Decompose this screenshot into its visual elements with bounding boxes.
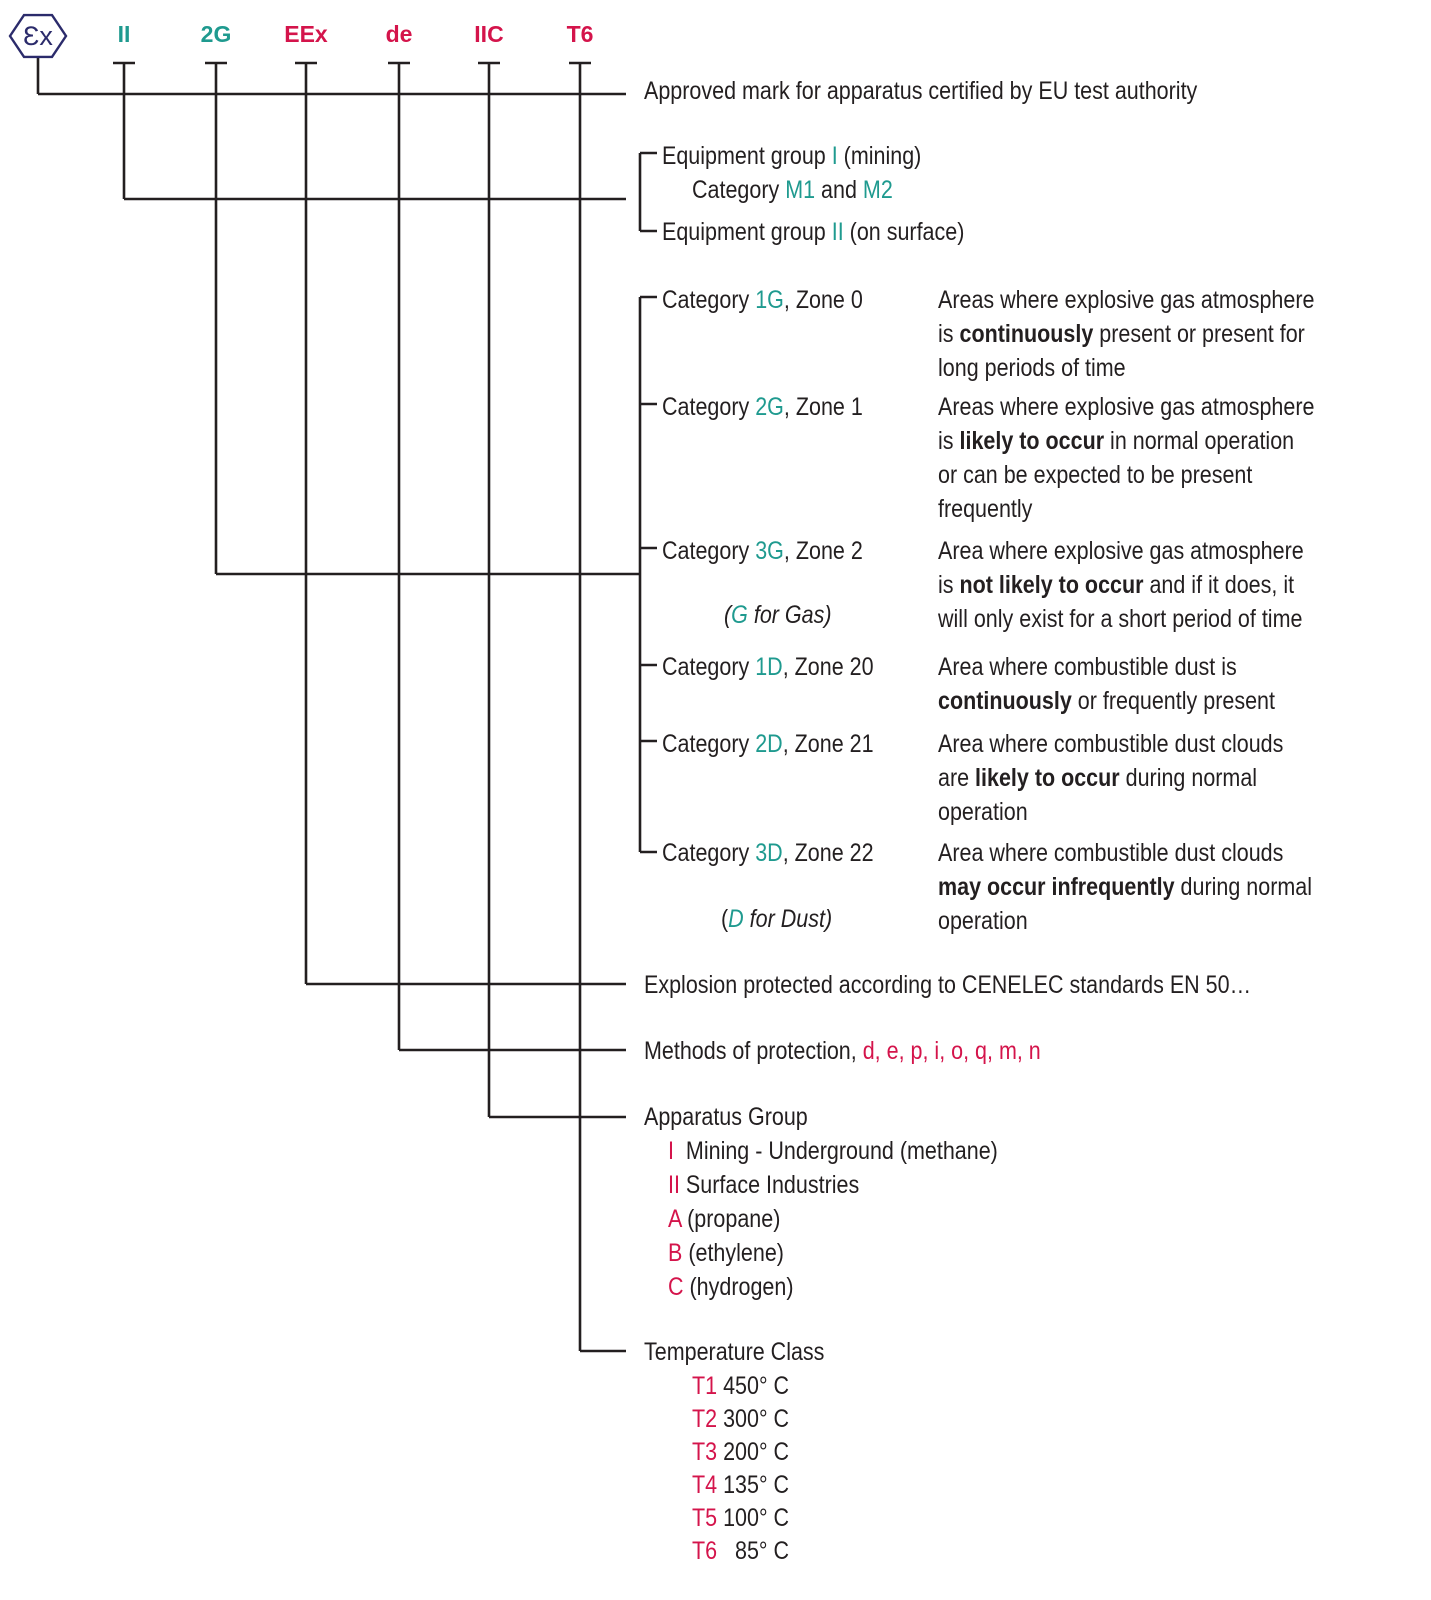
category-description-line: Area where combustible dust clouds	[938, 839, 1284, 867]
marking-code-2: EEx	[284, 21, 328, 47]
category-label-2g: Category 2G, Zone 1	[662, 393, 863, 421]
marking-code-3: de	[385, 21, 413, 47]
ex-logo-text: Ɛx	[23, 21, 53, 51]
category-description-line: frequently	[938, 495, 1033, 523]
temperature-class-item: T5 100° C	[692, 1504, 790, 1532]
temperature-class-item: T3 200° C	[692, 1438, 790, 1466]
category-description-line: long periods of time	[938, 354, 1126, 382]
category-label-1d: Category 1D, Zone 20	[662, 653, 874, 681]
hexagon-outline	[8, 13, 68, 59]
category-description-line: operation	[938, 798, 1028, 826]
category-description-line: are likely to occur during normal	[938, 764, 1258, 792]
ex-hexagon-icon: Ɛx	[8, 13, 68, 59]
apparatus-group-item: C (hydrogen)	[668, 1273, 794, 1301]
category-description-line: may occur infrequently during normal	[938, 873, 1313, 901]
category-description-line: is not likely to occur and if it does, i…	[938, 571, 1295, 599]
category-description-line: Area where combustible dust is	[938, 653, 1237, 681]
category-description-line: or can be expected to be present	[938, 461, 1253, 489]
category-label-1g: Category 1G, Zone 0	[662, 286, 863, 314]
apparatus-group-item: II Surface Industries	[668, 1171, 860, 1199]
temperature-class-item: T6 85° C	[692, 1537, 790, 1565]
temperature-class-item: T1 450° C	[692, 1372, 790, 1400]
apparatus-group-title: Apparatus Group	[644, 1103, 808, 1131]
category-description-line: will only exist for a short period of ti…	[938, 605, 1303, 633]
category-description-line: continuously or frequently present	[938, 687, 1275, 715]
approved-mark-text: Approved mark for apparatus certified by…	[644, 77, 1198, 105]
category-description-line: operation	[938, 907, 1028, 935]
explosion-protected-text: Explosion protected according to CENELEC…	[644, 971, 1252, 999]
category-label-3d: Category 3D, Zone 22	[662, 839, 874, 867]
marking-code-4: IIC	[474, 21, 504, 47]
category-description-line: is continuously present or present for	[938, 320, 1305, 348]
equipment-group-2: Equipment group II (on surface)	[662, 218, 965, 246]
category-description-line: Area where explosive gas atmosphere	[938, 537, 1304, 565]
dust-note: (D for Dust)	[721, 905, 833, 933]
marking-code-1: 2G	[200, 21, 232, 47]
marking-code-0: II	[117, 21, 131, 47]
category-description-line: Areas where explosive gas atmosphere	[938, 393, 1315, 421]
apparatus-group-item: I Mining - Underground (methane)	[668, 1137, 998, 1165]
temperature-class-item: T4 135° C	[692, 1471, 790, 1499]
marking-code-5: T6	[566, 21, 594, 47]
apparatus-group-item: B (ethylene)	[668, 1239, 784, 1267]
category-label-3g: Category 3G, Zone 2	[662, 537, 863, 565]
gas-note: (G for Gas)	[724, 601, 832, 629]
temperature-class-title: Temperature Class	[644, 1338, 825, 1366]
equipment-category-m: Category M1 and M2	[692, 176, 893, 204]
category-description-line: is likely to occur in normal operation	[938, 427, 1295, 455]
equipment-group-1: Equipment group I (mining)	[662, 142, 922, 170]
apparatus-group-item: A (propane)	[668, 1205, 781, 1233]
category-description-line: Areas where explosive gas atmosphere	[938, 286, 1315, 314]
category-label-2d: Category 2D, Zone 21	[662, 730, 874, 758]
category-description-line: Area where combustible dust clouds	[938, 730, 1284, 758]
methods-of-protection: Methods of protection, d, e, p, i, o, q,…	[644, 1037, 1041, 1065]
temperature-class-item: T2 300° C	[692, 1405, 790, 1433]
